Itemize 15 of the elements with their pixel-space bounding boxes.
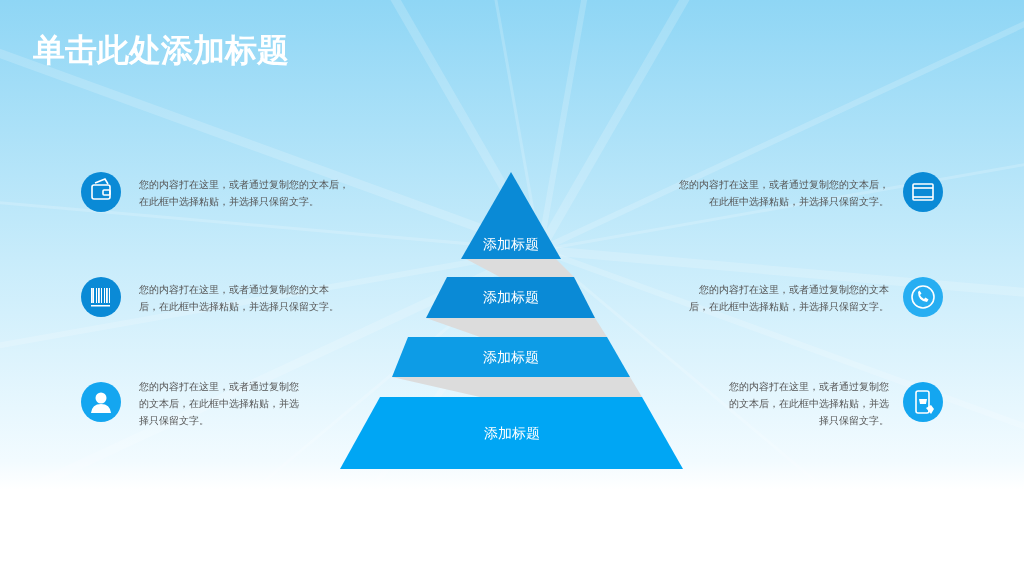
slide-title: 单击此处添加标题: [33, 30, 289, 71]
tier-label: 添加标题: [483, 235, 539, 254]
description-text: 您的内容打在这里，或者通过复制您的文本后，在此框中选择粘贴，并选择只保留文字。: [688, 283, 889, 314]
description-text: 您的内容打在这里，或者通过复制您的文本后，在此框中选择粘贴，并选择只保留文字。: [728, 380, 889, 428]
description-text: 您的内容打在这里，或者通过复制您的文本后，在此框中选择粘贴，并选择只保留文字。: [139, 283, 340, 314]
tier-label: 添加标题: [483, 423, 540, 443]
pyramid-tier: [426, 277, 595, 318]
tier-label: 添加标题: [483, 347, 539, 367]
tier-label: 添加标题: [482, 288, 539, 307]
pyramid-tier: [392, 337, 630, 377]
description-text: 您的内容打在这里，或者通过复制您的文本后，在此框中选择粘贴，并选择只保留文字。: [139, 178, 350, 209]
description-text: 您的内容打在这里，或者通过复制您的文本后，在此框中选择粘贴，并选择只保留文字。: [139, 380, 300, 428]
description-text: 您的内容打在这里，或者通过复制您的文本后，在此框中选择粘贴，并选择只保留文字。: [678, 178, 889, 209]
pyramid-tier: [461, 172, 561, 259]
pyramid-tier: [340, 397, 683, 469]
